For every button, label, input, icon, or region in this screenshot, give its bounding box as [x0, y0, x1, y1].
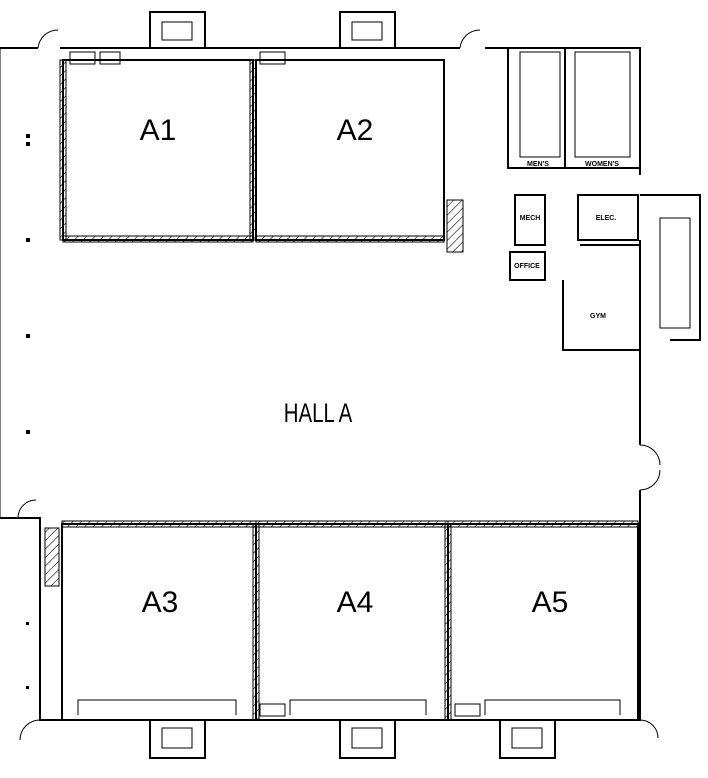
room-label-a1: A1	[140, 114, 177, 147]
classroom-a2: A2	[255, 51, 464, 253]
gym-label: GYM	[590, 313, 606, 320]
elec-label: ELEC.	[596, 215, 617, 222]
elec-room: ELEC.	[577, 194, 639, 241]
hall-a: HALL A	[26, 134, 352, 689]
classroom-a5: A5	[447, 520, 639, 721]
room-label-a2: A2	[337, 114, 374, 147]
classroom-a3: A3	[44, 520, 257, 721]
classroom-a1: A1	[59, 51, 257, 243]
office-label: OFFICE	[514, 263, 540, 270]
room-label-a5: A5	[532, 586, 569, 619]
mens-label: MEN'S	[527, 161, 549, 168]
mech-label: MECH	[520, 215, 541, 222]
office-room: OFFICE	[509, 251, 546, 281]
restrooms: MEN'S WOMEN'S	[507, 47, 641, 169]
gym-room: GYM	[562, 244, 641, 351]
womens-label: WOMEN'S	[585, 161, 619, 168]
hall-label: HALL A	[284, 399, 353, 428]
room-label-a4: A4	[337, 586, 374, 619]
classroom-a4: A4	[252, 520, 452, 721]
mech-room: MECH	[514, 194, 546, 246]
room-label-a3: A3	[142, 586, 179, 619]
doors	[17, 29, 661, 741]
